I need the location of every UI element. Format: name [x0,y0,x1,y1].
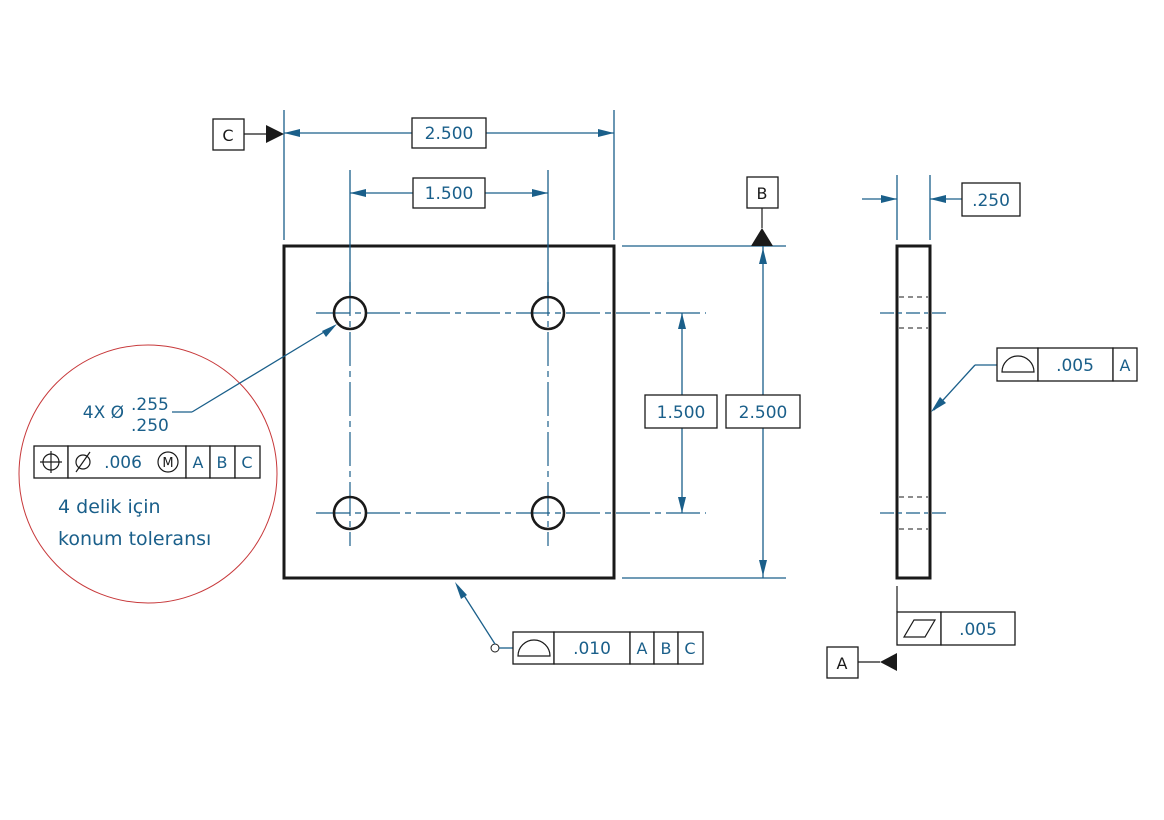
dim-box-thickness [961,182,1021,217]
fcf-position-datum-a: A [193,453,204,472]
fcf-bottom-datum-b: B [661,639,672,658]
position-symbol-icon [40,451,62,473]
fcf-flatness-tolerance: .005 [959,620,997,640]
callout-highlight-circle [18,344,278,604]
datum-a-label: A [837,654,848,673]
datum-triangle-icon [751,228,773,246]
fcf-side-tolerance: .005 [1056,356,1094,376]
datum-triangle-icon [880,653,897,671]
fcf-bottom-datum-a: A [637,639,648,658]
callout-note-line1: 4 delik için [58,496,161,518]
hole-top-left [332,295,368,331]
leader-origin-circle [490,643,500,653]
diameter-symbol-icon [75,451,91,473]
callout-note-line2: konum toleransı [58,528,211,550]
plate-side-view [895,244,932,580]
svg-text:M: M [162,456,173,471]
fcf-bottom-tolerance: .010 [573,639,611,659]
profile-of-surface-icon [517,639,551,657]
profile-of-surface-icon [1001,355,1035,373]
hole-count-diameter: 4X Ø [83,403,124,423]
dim-box-top-holes [412,177,486,209]
mmc-modifier-icon: M [157,451,179,473]
fcf-side-datum-a: A [1120,356,1131,375]
dim-top-overall: 2.500 [425,124,474,144]
dim-box-right-holes [644,394,718,429]
dim-top-holes: 1.500 [425,184,474,204]
hole-top-right [530,295,566,331]
datum-c-box [212,118,245,151]
dim-thickness: .250 [972,191,1010,211]
dim-right-overall: 2.500 [739,403,788,423]
hole-upper-limit: .255 [131,395,169,415]
datum-triangle-icon [266,125,284,143]
fcf-flatness-symbol-cell [896,611,942,646]
fcf-position-datum-c: C [241,453,252,472]
datum-c-label: C [222,126,233,145]
datum-b-box [746,176,779,209]
plate-front-view [282,244,616,580]
flatness-symbol-icon [902,619,937,638]
hole-bottom-left [332,495,368,531]
fcf-bottom-datum-c: C [684,639,695,658]
hole-bottom-right [530,495,566,531]
dim-box-top-overall [411,117,487,149]
datum-b-label: B [757,184,768,203]
dim-box-right-overall [725,394,801,429]
hole-lower-limit: .250 [131,416,169,436]
fcf-position-datum-b: B [217,453,228,472]
dim-right-holes: 1.500 [657,403,706,423]
fcf-position-tolerance: .006 [104,453,142,473]
